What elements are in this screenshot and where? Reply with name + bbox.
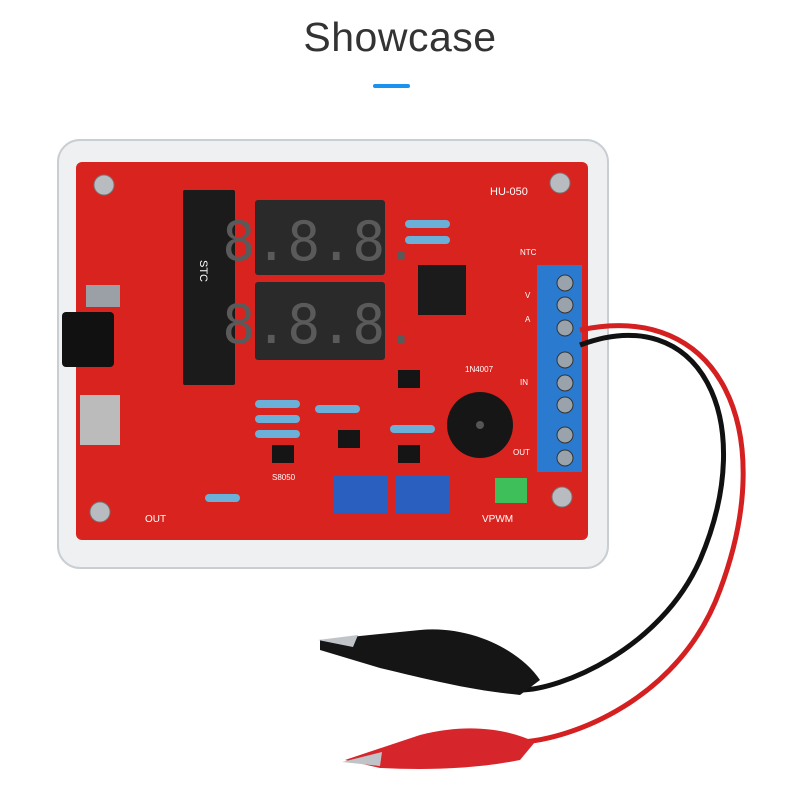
potentiometer-2 bbox=[395, 475, 450, 513]
buzzer-hole bbox=[476, 421, 484, 429]
terminal-screws bbox=[556, 274, 574, 467]
page-title: Showcase bbox=[303, 14, 497, 60]
chip-label: STC bbox=[197, 260, 209, 282]
display-digits-bottom: 8.8.8. bbox=[222, 293, 417, 356]
dc-jack bbox=[62, 312, 114, 367]
power-switch bbox=[80, 395, 120, 445]
usb-port bbox=[86, 285, 120, 307]
pwm-label: VPWM bbox=[482, 514, 513, 525]
display-top bbox=[255, 200, 385, 275]
display-digits-top: 8.8.8. bbox=[222, 210, 417, 273]
screw-icons bbox=[89, 172, 573, 523]
diode-label: 1N4007 bbox=[465, 365, 494, 374]
amp-label: A bbox=[525, 315, 531, 324]
resistors bbox=[205, 220, 450, 502]
volt-label: V bbox=[525, 291, 531, 300]
transistors bbox=[272, 370, 420, 463]
out-label: OUT bbox=[145, 514, 166, 525]
red-clip-jaw bbox=[342, 752, 382, 766]
black-alligator-clip bbox=[320, 629, 540, 695]
display-bottom bbox=[255, 282, 385, 360]
model-label: HU-050 bbox=[490, 186, 528, 198]
black-wire bbox=[519, 332, 726, 693]
red-wire bbox=[519, 323, 746, 745]
red-alligator-clip bbox=[345, 728, 535, 770]
transistor-label: S8050 bbox=[272, 473, 296, 482]
black-clip-jaw bbox=[318, 635, 358, 647]
title-underline bbox=[373, 84, 410, 88]
mcu-chip bbox=[183, 190, 235, 385]
potentiometer-1 bbox=[333, 475, 388, 513]
out-terminal-label: OUT bbox=[513, 448, 530, 457]
in-label: IN bbox=[520, 378, 528, 387]
ntc-label: NTC bbox=[520, 248, 537, 257]
pwm-jumper bbox=[495, 478, 527, 503]
op-amp-chip bbox=[418, 265, 466, 315]
